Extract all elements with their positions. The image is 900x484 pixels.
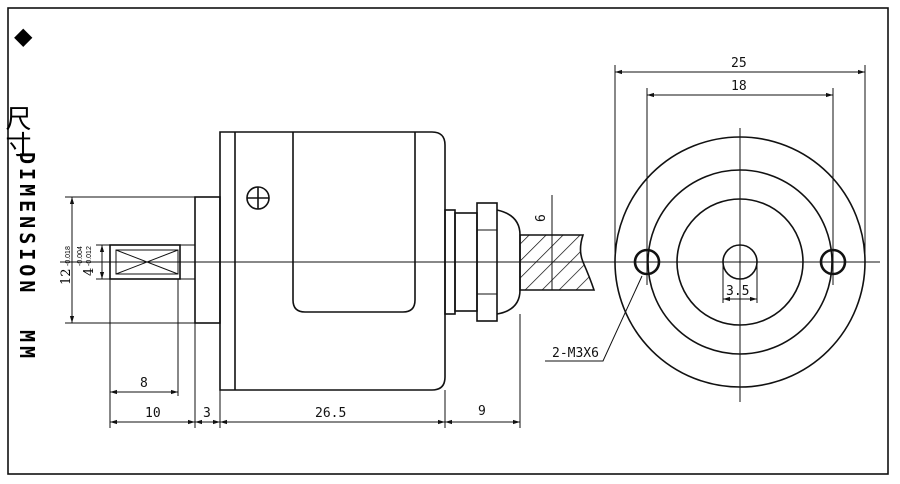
dim-hole-spacing: 18 [731, 79, 747, 94]
dim-shaft-length: 10 [145, 406, 161, 421]
gland-nut [476, 202, 498, 322]
body [219, 131, 446, 391]
dim-gland: 9 [478, 404, 486, 419]
frame-border [7, 7, 889, 475]
dim-cable: 6 [534, 214, 549, 222]
dim-flat-tol-upper: -0.004 [77, 246, 84, 266]
cable [519, 234, 596, 291]
dim-body-length: 26.5 [315, 406, 346, 421]
dim-outer: 25 [731, 56, 747, 71]
shaft [109, 244, 181, 280]
dim-shaft-tol: -0.018 [65, 246, 72, 266]
dim-flat: 4 [82, 268, 97, 276]
title-marker: ◆ [14, 23, 33, 50]
front-view: 25 18 3.5 2-M3X6 [545, 56, 880, 402]
dim-flange: 3 [203, 406, 211, 421]
title-en: DIMENSION [15, 152, 39, 296]
flange [194, 196, 221, 324]
title-unit: MM [15, 330, 39, 362]
dim-flat-tol-lower: -0.012 [86, 246, 93, 266]
title-cn: 尺寸 [1, 105, 31, 157]
side-view: 6 12 -0.018 4 -0.004 -0.012 8 10 3 26.5 … [59, 131, 600, 428]
dim-shaft-dia: 12 [59, 268, 74, 285]
dim-flat-length: 8 [140, 376, 148, 391]
dim-center-bore: 3.5 [726, 284, 749, 299]
label-holes: 2-M3X6 [552, 346, 599, 361]
